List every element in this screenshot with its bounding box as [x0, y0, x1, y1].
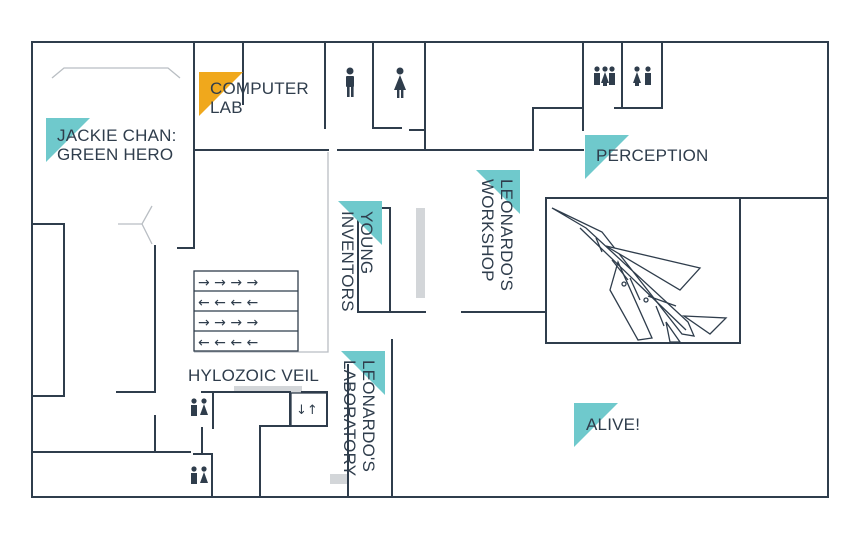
grey-partition [330, 474, 348, 484]
young-inventors-line1: YOUNG [357, 211, 376, 275]
leonardos-laboratory-line1: LEONARDO'S [359, 360, 378, 472]
womens-restroom-icon [394, 67, 406, 98]
interior-walls [31, 41, 829, 498]
svg-text:→ → → →: → → → → [198, 315, 259, 331]
young-inventors-line2: INVENTORS [338, 211, 357, 312]
family-restroom-icon [191, 398, 208, 416]
exhibit-marker-icon [199, 72, 243, 116]
family-restroom-icon [633, 66, 651, 86]
leonardos-laboratory-label: LEONARDO'S LABORATORY [340, 360, 378, 476]
jackie-chan-label: JACKIE CHAN: GREEN HERO [57, 126, 177, 164]
svg-text:← ← ← ←: ← ← ← ← [198, 335, 258, 351]
svg-text:→ → → →: → → → → [198, 275, 259, 291]
family-restroom-icon [594, 66, 615, 86]
exhibit-marker-icon [476, 170, 520, 214]
leonardos-laboratory-line2: LABORATORY [340, 360, 359, 477]
leonardos-workshop-line2: WORKSHOP [478, 179, 497, 282]
exhibit-marker-icon [338, 201, 382, 245]
jackie-chan-line2: GREEN HERO [57, 145, 174, 164]
exhibit-marker-icon [574, 403, 618, 447]
escalator-arrows-icon: → → → → ← ← ← ← → → → → ← ← ← ← [193, 270, 299, 352]
computer-lab-line2: LAB [210, 98, 243, 117]
computer-lab-label: COMPUTER LAB [210, 79, 309, 117]
grey-outline [141, 223, 153, 245]
grey-partition [234, 386, 302, 393]
elevator-icon: ↓↑ [290, 392, 328, 427]
exhibit-marker-icon [46, 118, 90, 162]
young-inventors-label: YOUNG INVENTORS [338, 211, 376, 312]
svg-text:← ← ← ←: ← ← ← ← [198, 295, 258, 311]
jackie-chan-line1: JACKIE CHAN: [57, 126, 177, 145]
hylozoic-veil-label: HYLOZOIC VEIL [188, 366, 320, 385]
exhibit-marker-icon [341, 351, 385, 395]
outer-wall [31, 41, 829, 498]
mens-restroom-icon [346, 67, 354, 97]
grey-outline [194, 152, 329, 353]
grey-outline [51, 67, 181, 79]
perception-label: PERCEPTION [596, 146, 709, 165]
computer-lab-line1: COMPUTER [210, 79, 309, 98]
grey-outline [118, 205, 153, 225]
alive-label: ALIVE! [586, 415, 641, 434]
exhibit-marker-icon [585, 135, 629, 179]
jet-aircraft-icon [551, 207, 728, 343]
leonardos-workshop-line1: LEONARDO'S [497, 179, 516, 291]
svg-text:↓↑: ↓↑ [296, 403, 318, 418]
grey-partition [416, 208, 425, 298]
leonardos-workshop-label: LEONARDO'S WORKSHOP [478, 179, 516, 291]
family-restroom-icon [191, 466, 208, 484]
